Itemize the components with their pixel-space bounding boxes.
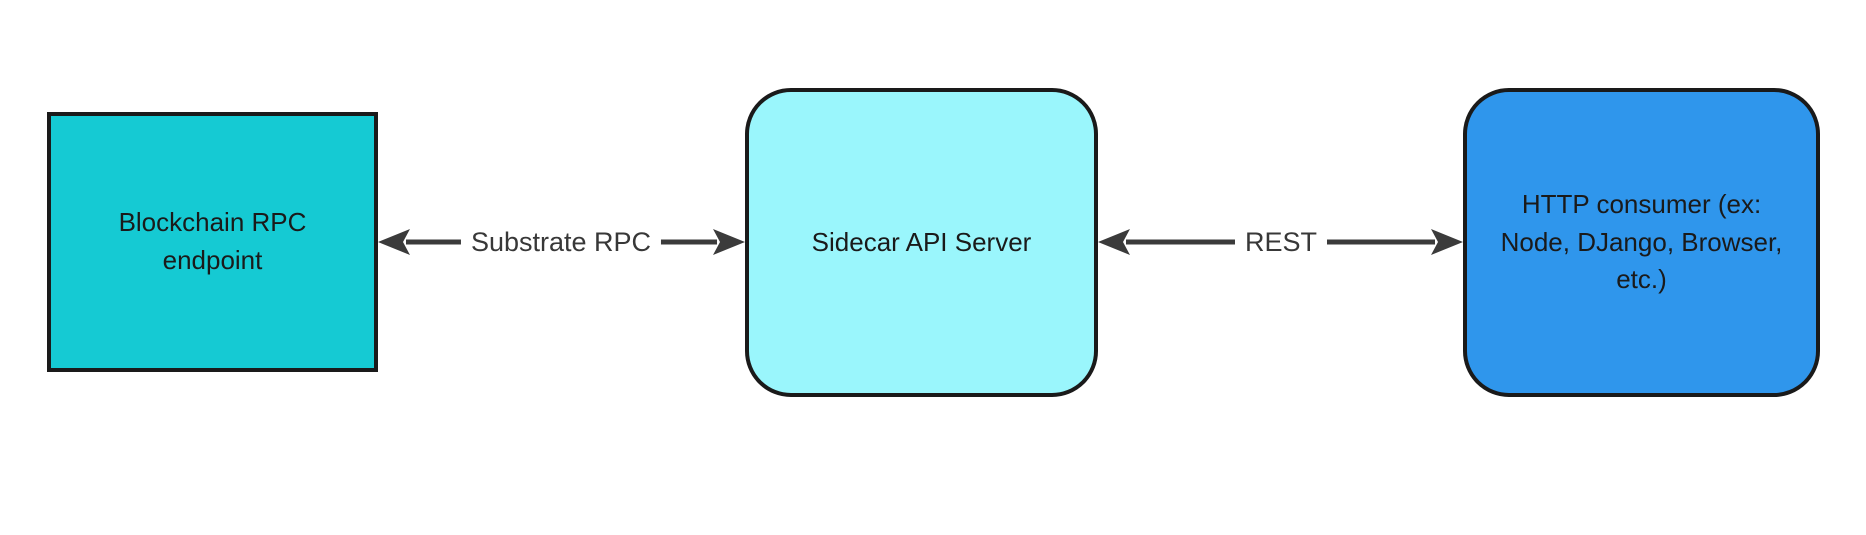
edge-label-rest: REST [1234, 223, 1328, 261]
node-blockchain-rpc-endpoint-label: Blockchain RPC endpoint [118, 207, 307, 275]
arrow-right-icon [1431, 229, 1463, 255]
arrow-left-icon [378, 229, 410, 255]
node-http-consumer: HTTP consumer (ex: Node, DJango, Browser… [1463, 88, 1820, 397]
node-sidecar-api-server-label: Sidecar API Server [811, 226, 1032, 257]
node-http-consumer-label: HTTP consumer (ex: Node, DJango, Browser… [1500, 188, 1783, 295]
arrow-right-icon [713, 229, 745, 255]
edge-label-substrate-rpc: Substrate RPC [460, 223, 662, 261]
node-sidecar-api-server: Sidecar API Server [745, 88, 1098, 397]
node-blockchain-rpc-endpoint: Blockchain RPC endpoint [47, 112, 378, 372]
arrow-left-icon [1098, 229, 1130, 255]
